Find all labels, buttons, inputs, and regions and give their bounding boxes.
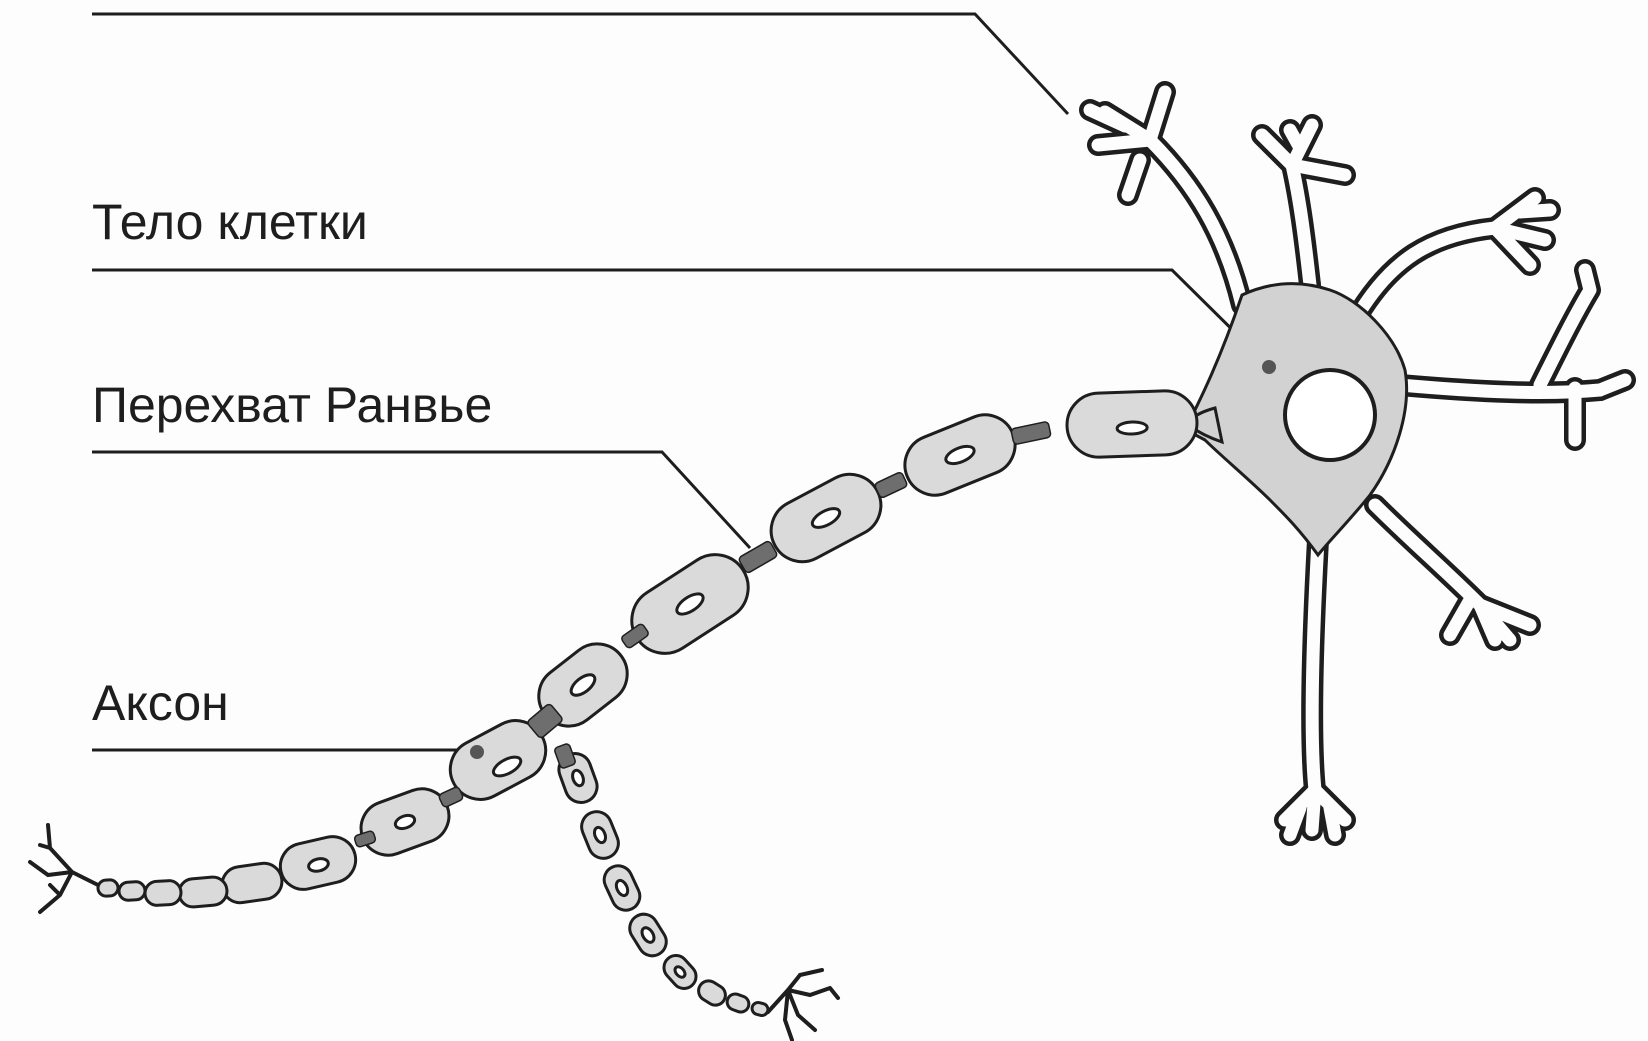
schwann-cell xyxy=(119,881,146,900)
axon-terminals xyxy=(30,825,838,1040)
myelin-sheath xyxy=(98,390,1198,908)
schwann-cell xyxy=(178,876,228,908)
node-of-ranvier xyxy=(438,786,464,808)
ranvier-leader-line xyxy=(92,452,750,548)
nucleus xyxy=(1285,370,1375,460)
axon-pointer-dot xyxy=(470,745,484,759)
schwann-cell xyxy=(144,880,181,906)
cell-body-pointer-dot xyxy=(1262,360,1276,374)
node-of-ranvier xyxy=(1011,421,1051,445)
schwann-cell xyxy=(98,879,119,896)
terminal-collateral xyxy=(768,970,838,1040)
schwann-cell xyxy=(760,463,892,572)
node-of-ranvier xyxy=(874,471,908,498)
axon-label: Аксон xyxy=(92,678,229,728)
cell-body-label: Тело клетки xyxy=(92,197,368,247)
node-of-ranvier-label: Перехват Ранвье xyxy=(92,380,492,430)
schwann-cell xyxy=(896,406,1024,504)
cell-body-leader-line xyxy=(92,270,1268,365)
dendrite-leader-line xyxy=(92,14,1068,114)
axon-collateral xyxy=(554,749,769,1017)
schwann-cell xyxy=(276,832,360,894)
schwann-cell xyxy=(220,861,284,905)
node-of-ranvier xyxy=(738,540,778,574)
terminal-main xyxy=(30,825,98,912)
schwann-cell xyxy=(1066,390,1198,458)
node-of-ranvier xyxy=(554,743,577,769)
